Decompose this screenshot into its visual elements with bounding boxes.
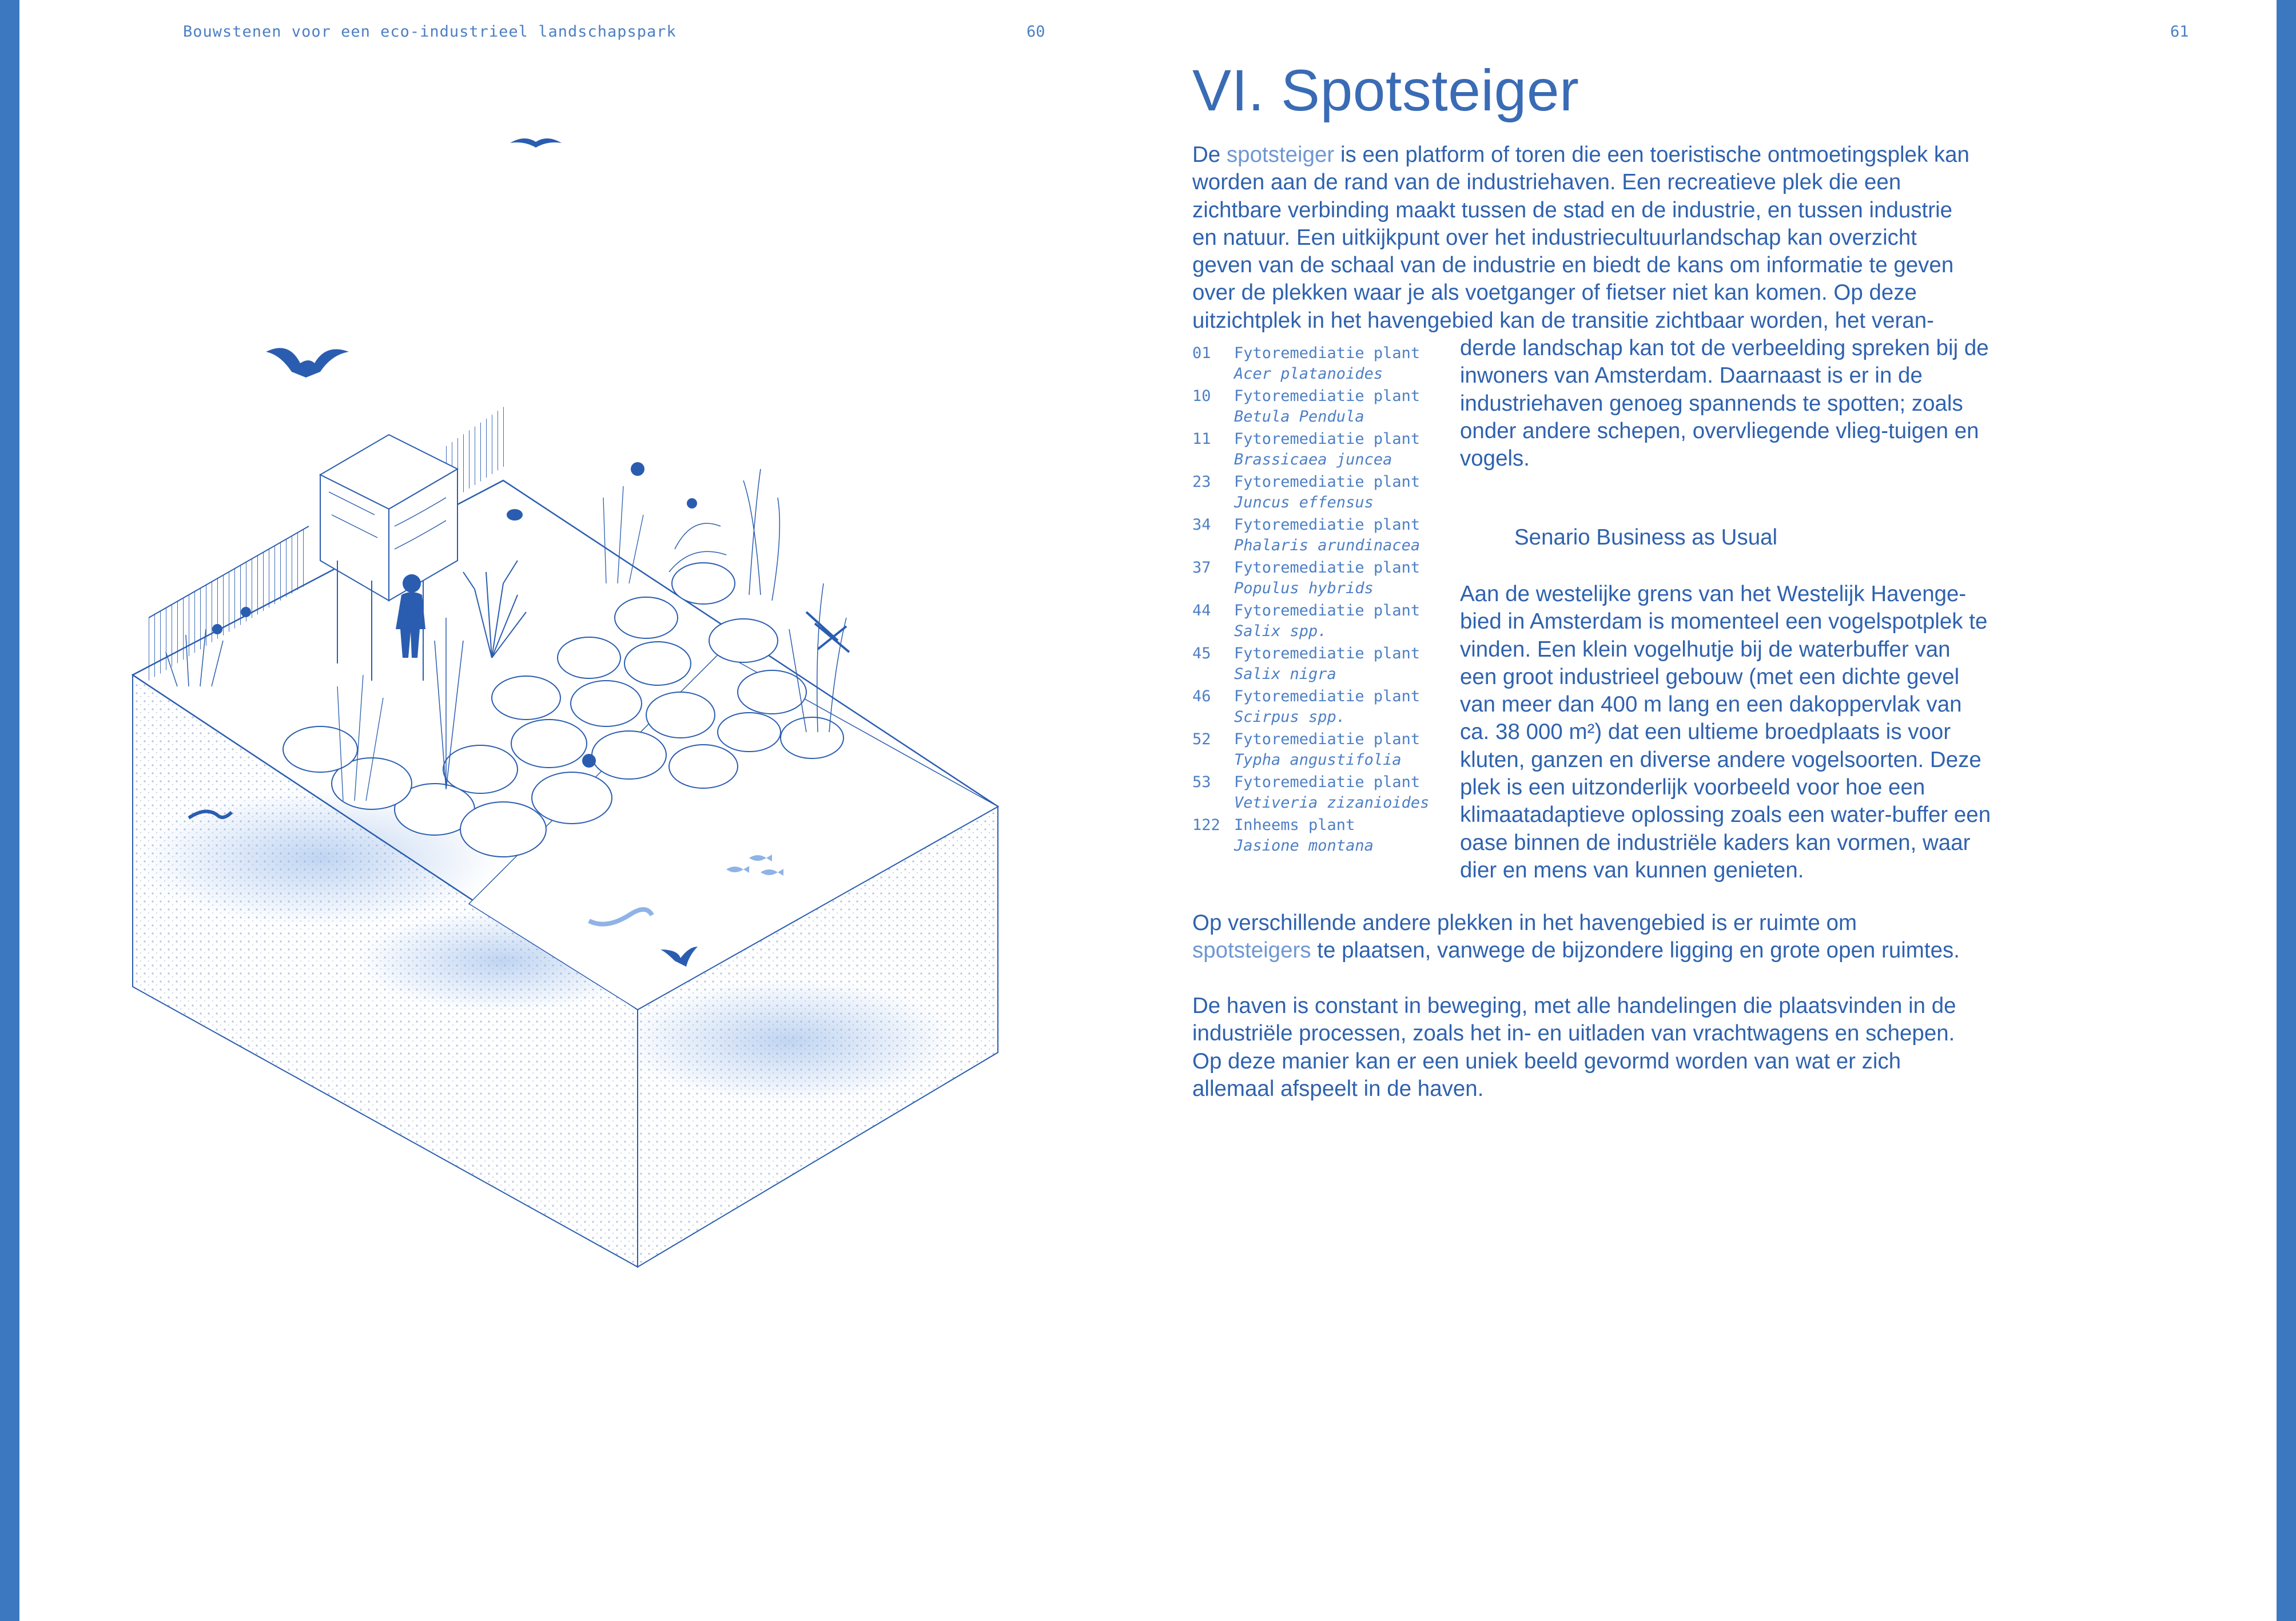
plant-latin-name: Populus hybrids bbox=[1234, 579, 1374, 597]
plant-number: 01 bbox=[1192, 344, 1211, 362]
isometric-landscape-illustration bbox=[131, 138, 1000, 1268]
plant-latin-name: Vetiveria zizanioides bbox=[1234, 794, 1430, 812]
plant-number: 122 bbox=[1192, 816, 1220, 834]
continuation-paragraph: derde landschap kan tot de verbeelding s… bbox=[1460, 336, 1989, 471]
eel bbox=[588, 907, 654, 927]
rabbit bbox=[507, 509, 523, 521]
right-page-edge bbox=[2277, 0, 2296, 1621]
plant-type: Fytoremediatie plant bbox=[1234, 773, 1420, 791]
plant-latin-name: Salix nigra bbox=[1234, 665, 1336, 683]
ground-block bbox=[131, 479, 1000, 1268]
fish-1 bbox=[726, 866, 749, 873]
bird-flying bbox=[660, 947, 698, 967]
fish-2 bbox=[749, 855, 772, 861]
plant-latin-name: Jasione montana bbox=[1234, 837, 1374, 855]
plant-number: 34 bbox=[1192, 516, 1211, 534]
scenario-paragraph: Aan de westelijke grens van het Westelij… bbox=[1460, 582, 1991, 883]
plant-number: 53 bbox=[1192, 773, 1211, 791]
plant-type: Fytoremediatie plant bbox=[1234, 344, 1420, 362]
plant-type: Fytoremediatie plant bbox=[1234, 473, 1420, 491]
plant-number: 10 bbox=[1192, 387, 1211, 405]
plant-type: Inheems plant bbox=[1234, 816, 1355, 834]
bird-top bbox=[510, 138, 562, 148]
bee bbox=[631, 462, 644, 476]
plant-type: Fytoremediatie plant bbox=[1234, 430, 1420, 448]
plant-latin-name: Phalaris arundinacea bbox=[1234, 537, 1420, 554]
bird-large bbox=[266, 348, 349, 378]
plant-latin-name: Acer platanoides bbox=[1234, 365, 1383, 383]
plant-number: 46 bbox=[1192, 688, 1211, 705]
dragonfly bbox=[805, 611, 850, 653]
left-page-edge bbox=[0, 0, 19, 1621]
page-title: VI. Spotsteiger bbox=[1192, 58, 1579, 123]
running-title: Bouwstenen voor een eco-industrieel land… bbox=[183, 23, 677, 41]
page-number-right: 61 bbox=[2170, 23, 2189, 41]
harbor-paragraph: De haven is constant in beweging, met al… bbox=[1192, 994, 1956, 1101]
plant-type: Fytoremediatie plant bbox=[1234, 559, 1420, 577]
boulders bbox=[282, 562, 844, 857]
plant-number: 45 bbox=[1192, 645, 1211, 662]
plant-latin-name: Salix spp. bbox=[1234, 622, 1327, 640]
plant-latin-name: Brassicaea juncea bbox=[1234, 451, 1392, 468]
plant-number: 23 bbox=[1192, 473, 1211, 491]
plant-type: Fytoremediatie plant bbox=[1234, 602, 1420, 619]
fish-3 bbox=[761, 869, 783, 876]
plant-latin-name: Juncus effensus bbox=[1234, 494, 1374, 511]
plant-type: Fytoremediatie plant bbox=[1234, 645, 1420, 662]
plant-number: 44 bbox=[1192, 602, 1211, 619]
plant-number: 11 bbox=[1192, 430, 1211, 448]
plant-latin-name: Scirpus spp. bbox=[1234, 708, 1346, 726]
worm bbox=[188, 809, 233, 820]
locations-text: Op verschillende andere plekken in het h… bbox=[1192, 911, 1857, 935]
intro-word: De bbox=[1192, 142, 1221, 167]
locations-rest: te plaatsen, vanwege de bijzondere liggi… bbox=[1311, 938, 1960, 963]
plant-type: Fytoremediatie plant bbox=[1234, 688, 1420, 705]
plant-type: Fytoremediatie plant bbox=[1234, 516, 1420, 534]
vegetation bbox=[165, 468, 847, 801]
plant-latin-name: Typha angustifolia bbox=[1234, 751, 1402, 769]
plant-type: Fytoremediatie plant bbox=[1234, 387, 1420, 405]
highlight-term-spotsteiger: spotsteiger bbox=[1226, 142, 1335, 167]
section-subheading: Senario Business as Usual bbox=[1514, 525, 1778, 550]
plant-number: 52 bbox=[1192, 730, 1211, 748]
intro-paragraph: De spotsteiger is een platform of toren … bbox=[1192, 141, 1981, 335]
highlight-term-spotsteigers: spotsteigers bbox=[1192, 938, 1311, 963]
plant-latin-name: Betula Pendula bbox=[1234, 408, 1364, 426]
intro-text: is een platform of toren die een toerist… bbox=[1192, 142, 1969, 333]
locations-paragraph: Op verschillende andere plekken in het h… bbox=[1192, 909, 1981, 965]
lookout-tower bbox=[319, 434, 459, 681]
beetle bbox=[582, 754, 596, 768]
plant-number: 37 bbox=[1192, 559, 1211, 577]
page-number-left: 60 bbox=[1026, 23, 1045, 41]
birds-and-animals bbox=[188, 138, 850, 967]
plant-type: Fytoremediatie plant bbox=[1234, 730, 1420, 748]
person-silhouette bbox=[396, 574, 425, 658]
fence-wall bbox=[148, 403, 509, 681]
